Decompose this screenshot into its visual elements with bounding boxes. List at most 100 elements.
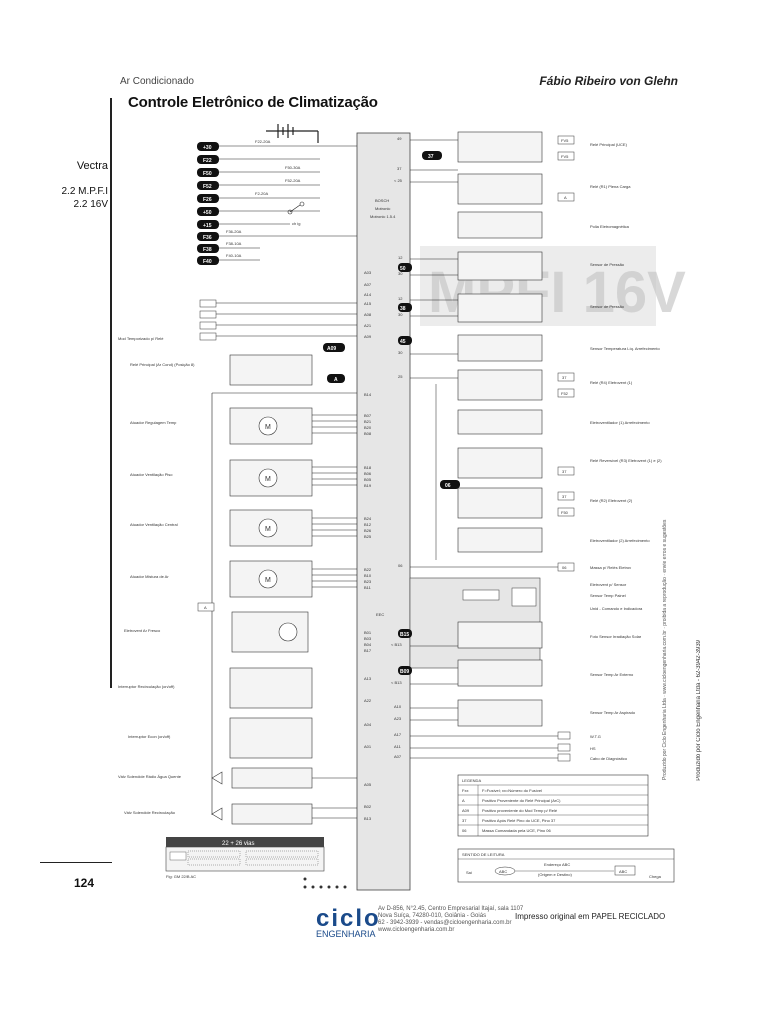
right-wires [410,139,558,759]
svg-text:M: M [265,526,271,533]
svg-text:B03: B03 [364,636,372,641]
svg-text:50: 50 [400,266,406,272]
connector-title: 22 + 26 vias [222,841,255,847]
power-input-+50: +50 [197,207,320,216]
svg-text:B10: B10 [364,573,372,578]
svg-text:A: A [564,195,567,200]
svg-text:F50: F50 [561,510,569,515]
label-interruptor-recirc: Interruptor Recirculação (on/off) [118,684,175,689]
left-relay-box [229,354,313,386]
svg-text:30: 30 [398,350,403,355]
svg-text:A: A [462,798,465,803]
svg-text:F36-20A: F36-20A [226,229,242,234]
label-wtg: W.T.G [590,734,601,739]
logo-text: ciclo [316,905,381,932]
company-logo: ciclo ENGENHARIA [316,905,381,939]
svg-text:A08: A08 [364,312,372,317]
svg-text:< B13: < B13 [391,642,402,647]
right-pills: 37 50 38 45 06 B15 B09 [398,151,460,675]
svg-text:< B13: < B13 [391,680,402,685]
svg-text:F40-10A: F40-10A [226,253,242,258]
label-massa-reles: Massa p/ Relés Eletrov [590,565,631,570]
label-polia: Polia Eletromagnética [590,224,630,229]
label-rele-r3: Relé Reversível (R3) Eletrovent (1) e (2… [590,458,662,463]
svg-text:F40: F40 [203,259,212,265]
label-cabo-diag: Cabo de Diagnóstico [590,756,628,761]
svg-text:A09: A09 [327,346,336,352]
svg-text:B17: B17 [364,648,372,653]
label-sensor-pressao-2: Sensor de Pressão [590,304,625,309]
svg-text:06: 06 [562,565,567,570]
solenoid-recirc-box [231,803,313,825]
right-end-tags: FV5 FV5 A 37 F52 37 37 F50 06 [557,135,575,762]
svg-text:B24: B24 [364,516,372,521]
svg-text:A05: A05 [364,782,372,787]
svg-text:FV5: FV5 [561,154,569,159]
label-sensor-pressao-1: Sensor de Pressão [590,262,625,267]
svg-text:F38-10A: F38-10A [226,241,242,246]
econ-switch-box [229,717,313,759]
connector-block: 22 + 26 vias Fig: GM 22/B AC [165,837,325,879]
svg-text:06: 06 [398,563,403,568]
page-number-rule [40,862,112,863]
ecu-eec-label: EEC [376,612,384,617]
svg-text:37: 37 [428,154,434,160]
ecu-label-1: BOSCH [375,198,389,203]
svg-text:B07: B07 [364,413,372,418]
label-rele-r2: Relé (R2) Eletrovent (2) [590,498,633,503]
svg-text:A03: A03 [364,270,372,275]
svg-text:37: 37 [562,469,567,474]
svg-text:Massa Comandada pela UCE, Pino: Massa Comandada pela UCE, Pino 06 [482,828,551,833]
reading-direction-box: SENTIDO DE LEITURA Sai ABC Endereço ABC … [457,848,675,883]
battery-icon [266,124,319,143]
svg-text:B13: B13 [364,816,372,821]
label-eletrovent-sensor: Eletrovent p/ Sensor [590,582,627,587]
svg-text:Positivo Após Relé Pino do UCE: Positivo Após Relé Pino do UCE, Pino 37 [482,818,556,823]
ecu-right-pins: 49 37 < 25 12 30 12 30 30 25 06 < B13 < … [391,136,403,759]
connector-caption: Fig: GM 22/B AC [166,874,196,879]
address-line-1: Av D-856, N°2.45, Centro Empresarial Ita… [378,906,524,912]
legend-title: LEGENDA [462,778,481,783]
valve-icon-1 [211,771,223,785]
page-title: Controle Eletrônico de Climatização [128,94,378,111]
label-atuador-central: Atuador Ventilação Central [130,522,178,527]
svg-text:Sai: Sai [466,870,472,875]
svg-text:B19: B19 [364,483,372,488]
svg-text:Chega: Chega [649,874,662,879]
pin-dots [303,877,347,889]
svg-text:F=Fusível; xx=Número do Fusíve: F=Fusível; xx=Número do Fusível [482,788,542,793]
label-rele-r4: Relé (R4) Eletrovent (1) [590,380,633,385]
label-hs: HS [590,746,596,751]
vehicle-engine-1: 2.2 M.P.F.I [61,186,108,197]
svg-text:A21: A21 [364,323,372,328]
label-atuador-reg: Atuador Regulagem Temp [130,420,177,425]
label-unid-comando: Unid - Comando e Indicadora [590,606,643,611]
svg-text:A22: A22 [364,698,372,703]
company-address: Av D-856, N°2.45, Centro Empresarial Ita… [378,906,523,934]
address-line-2: Nova Suíça, 74280-010, Goiânia - Goiás [378,913,487,919]
power-input-F22: F22 [197,155,320,164]
svg-text:+50: +50 [203,210,212,216]
svg-text:37: 37 [562,494,567,499]
label-atuador-mistura: Atuador Mistura de Ar [130,574,169,579]
svg-text:FV5: FV5 [561,138,569,143]
label-atuador-piso: Atuador Ventilação Piso [130,472,173,477]
svg-text:M: M [265,476,271,483]
ecu-label-2: Motronic [375,206,390,211]
svg-text:37: 37 [397,166,402,171]
svg-text:B15: B15 [400,632,409,638]
ecu-label-3: Motronic 1.5.4 [370,214,396,219]
svg-text:B23: B23 [364,579,372,584]
svg-text:B02: B02 [364,804,372,809]
svg-text:B09: B09 [400,669,409,675]
svg-text:A15: A15 [364,301,372,306]
svg-text:B22: B22 [364,567,372,572]
svg-text:A09: A09 [462,808,470,813]
label-rele-r1: Relé (R1) Plena Carga [590,184,631,189]
label-sensor-ar-aspirado: Sensor Temp Ar Aspirado [590,710,636,715]
svg-text:A09: A09 [364,334,372,339]
svg-text:30: 30 [398,312,403,317]
